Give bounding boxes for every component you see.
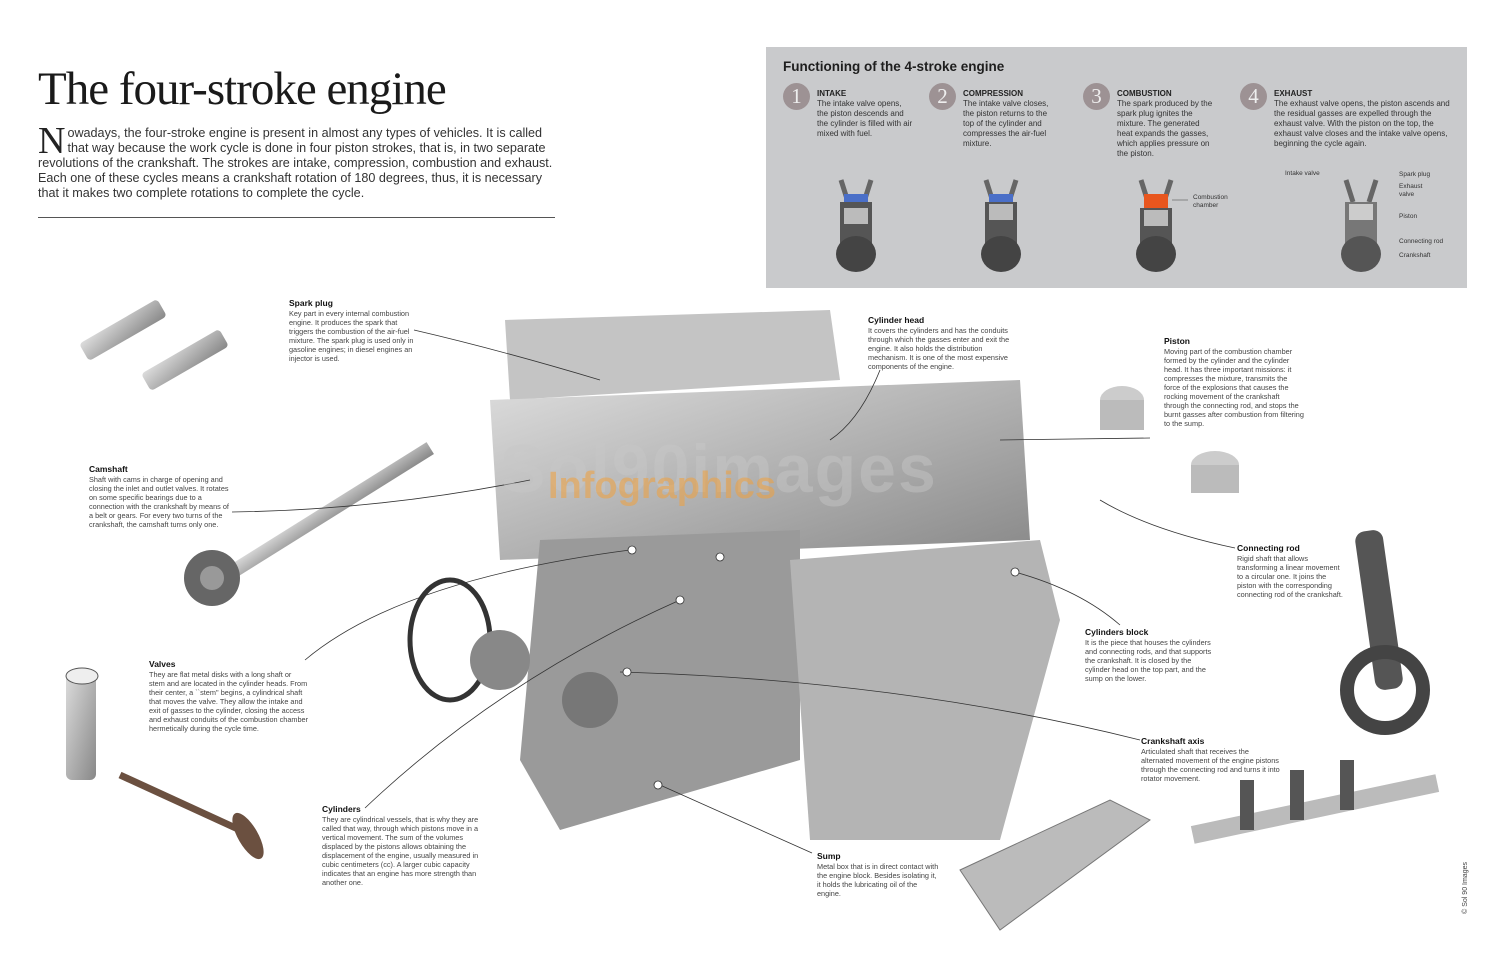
cylinder-intake bbox=[836, 179, 876, 272]
label-intake-valve: Intake valve bbox=[1285, 170, 1320, 177]
watermark-sub: Infographics bbox=[548, 465, 777, 507]
step-title: COMBUSTION bbox=[1117, 89, 1172, 98]
callout-lines bbox=[231, 329, 1236, 854]
copyright: © Sol 90 Images bbox=[1462, 862, 1469, 914]
label-combustion-chamber: Combustion chamber bbox=[1193, 194, 1228, 209]
camshaft-image bbox=[184, 442, 434, 606]
page-title: The four-stroke engine bbox=[38, 63, 447, 115]
valve-images bbox=[65, 667, 264, 860]
cylinder-compression bbox=[981, 179, 1021, 272]
watermark-brand: Sol90images bbox=[500, 431, 938, 507]
intro-text: owadays, the four-stroke engine is prese… bbox=[38, 126, 553, 200]
step-title: EXHAUST bbox=[1274, 89, 1313, 98]
step-title: COMPRESSION bbox=[963, 89, 1024, 98]
four-stroke-panel: Functioning of the 4-stroke engine 1 INTA… bbox=[766, 47, 1467, 288]
cylinder-diagrams bbox=[836, 179, 1381, 272]
step-text: The spark produced by the spark plug ign… bbox=[1117, 99, 1213, 158]
callout-dots bbox=[622, 545, 1020, 790]
piston-image bbox=[1100, 386, 1239, 493]
step-number: 3 bbox=[1083, 83, 1110, 110]
step-text: The intake valve closes, the piston retu… bbox=[963, 99, 1049, 148]
panel-title: Functioning of the 4-stroke engine bbox=[783, 59, 1005, 74]
engine-main bbox=[407, 310, 1060, 840]
label-exhaust-valve: Exhaust valve bbox=[1399, 183, 1423, 198]
step-number: 1 bbox=[783, 83, 810, 110]
cylinder-exhaust bbox=[1341, 179, 1381, 272]
step-number: 4 bbox=[1240, 83, 1267, 110]
sump-image bbox=[959, 799, 1151, 931]
step-text: The intake valve opens, the piston desce… bbox=[817, 99, 913, 138]
label-crankshaft: Crankshaft bbox=[1399, 252, 1431, 259]
spark-plug-images bbox=[80, 300, 228, 390]
crankshaft-image bbox=[1190, 760, 1440, 844]
divider bbox=[38, 217, 555, 218]
connecting-rod-image bbox=[1340, 530, 1430, 735]
drop-cap: N bbox=[38, 120, 66, 162]
label-spark-plug: Spark plug bbox=[1399, 171, 1431, 178]
step-text: The exhaust valve opens, the piston asce… bbox=[1274, 99, 1450, 148]
cylinder-combustion bbox=[1136, 179, 1188, 272]
label-piston: Piston bbox=[1399, 213, 1418, 220]
step-title: INTAKE bbox=[817, 89, 847, 98]
step-number: 2 bbox=[929, 83, 956, 110]
label-connecting-rod: Connecting rod bbox=[1399, 238, 1444, 245]
